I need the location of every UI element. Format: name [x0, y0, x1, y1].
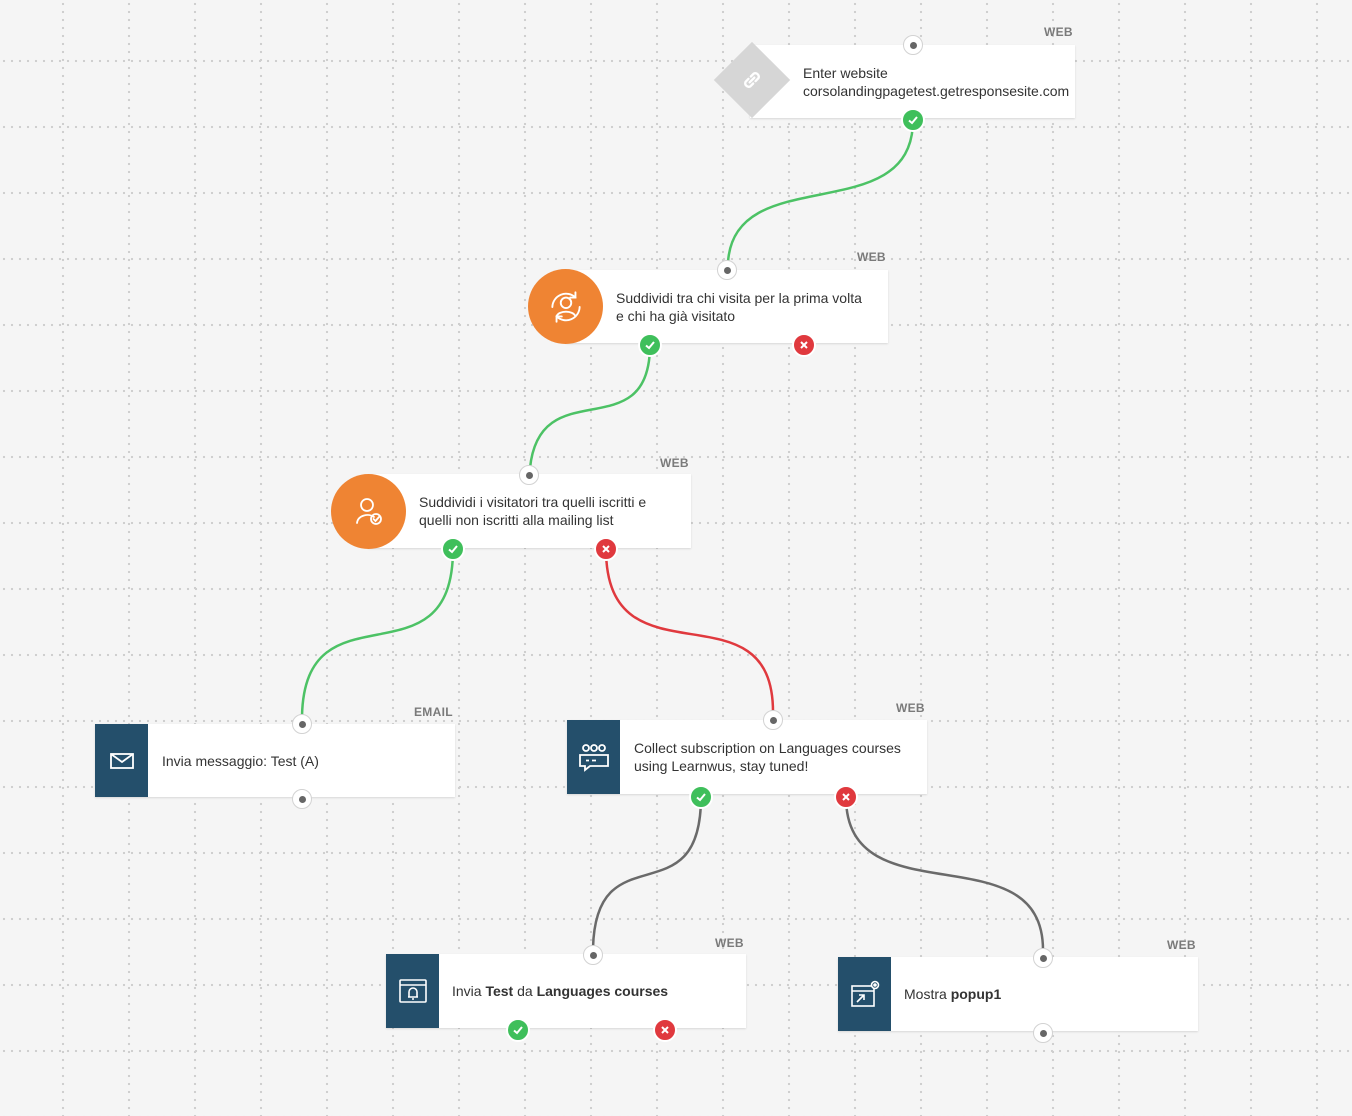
send-push-node[interactable]: Invia Test da Languages courses — [386, 954, 746, 1028]
show-popup-node[interactable]: Mostra popup1 — [838, 957, 1198, 1031]
output-port[interactable] — [292, 789, 312, 809]
check-icon — [513, 1026, 523, 1035]
link-icon — [725, 53, 779, 107]
node-subtitle: corsolandingpagetest.getresponsesite.com — [803, 82, 1070, 99]
node-type-tag: WEB — [1044, 25, 1073, 39]
input-port[interactable] — [763, 710, 783, 730]
split-visits-node[interactable]: Suddividi tra chi visita per la prima vo… — [566, 270, 888, 343]
check-icon — [448, 545, 458, 554]
check-icon — [645, 341, 655, 350]
node-title: Collect subscription on Languages course… — [634, 740, 901, 756]
wire-enter-to-split-visits — [726, 119, 915, 263]
enter-website-node[interactable]: Enter website corsolandingpagetest.getre… — [750, 45, 1075, 118]
success-port[interactable] — [689, 785, 713, 809]
failure-port[interactable] — [653, 1018, 677, 1042]
input-port[interactable] — [292, 714, 312, 734]
wire-subscribers-yes-to-send-message — [300, 548, 455, 717]
node-type-tag: WEB — [857, 250, 886, 264]
check-icon — [696, 793, 706, 802]
node-title: Suddividi tra chi visita per la prima vo… — [616, 289, 862, 306]
failure-port[interactable] — [594, 537, 618, 561]
browser-bell-icon — [386, 954, 439, 1028]
popup-window-icon — [838, 957, 891, 1031]
collect-subscription-node[interactable]: Collect subscription on Languages course… — [567, 720, 927, 794]
success-port[interactable] — [506, 1018, 530, 1042]
success-port[interactable] — [441, 537, 465, 561]
subscriber-check-icon — [331, 474, 406, 549]
node-type-tag: WEB — [660, 456, 689, 470]
node-title: Invia Test da Languages courses — [452, 983, 669, 999]
success-port[interactable] — [901, 108, 925, 132]
input-port[interactable] — [717, 260, 737, 280]
input-port[interactable] — [519, 465, 539, 485]
returning-visitor-icon — [528, 269, 603, 344]
close-icon — [800, 341, 808, 349]
node-subtitle: e chi ha già visitato — [616, 307, 736, 324]
failure-port[interactable] — [834, 785, 858, 809]
close-icon — [602, 545, 610, 553]
input-port[interactable] — [583, 945, 603, 965]
split-subscribers-node[interactable]: Suddividi i visitatori tra quelli iscrit… — [368, 474, 691, 548]
node-type-tag: WEB — [1167, 938, 1196, 952]
envelope-icon — [95, 724, 148, 797]
chat-form-icon — [567, 720, 620, 794]
node-subtitle: using Learnwus, stay tuned! — [634, 758, 809, 774]
send-message-node[interactable]: Invia messaggio: Test (A) — [95, 724, 455, 797]
node-type-tag: WEB — [715, 936, 744, 950]
close-icon — [661, 1026, 669, 1034]
close-icon — [842, 793, 850, 801]
wire-collect-yes-to-push — [591, 796, 703, 949]
check-icon — [908, 116, 918, 125]
wire-split-visits-to-split-subscribers — [528, 344, 652, 469]
failure-port[interactable] — [792, 333, 816, 357]
input-port[interactable] — [1033, 948, 1053, 968]
input-port[interactable] — [903, 35, 923, 55]
node-title: Mostra popup1 — [904, 986, 1002, 1002]
node-title: Suddividi i visitatori tra quelli iscrit… — [419, 494, 647, 510]
node-title: Enter website — [803, 64, 888, 81]
node-title: Invia messaggio: Test (A) — [162, 752, 319, 769]
node-subtitle: quelli non iscritti alla mailing list — [419, 512, 614, 528]
node-type-tag: WEB — [896, 701, 925, 715]
wire-subscribers-no-to-collect — [604, 548, 775, 713]
success-port[interactable] — [638, 333, 662, 357]
wire-collect-no-to-popup — [844, 796, 1045, 951]
node-type-tag: EMAIL — [414, 705, 453, 719]
output-port[interactable] — [1033, 1023, 1053, 1043]
